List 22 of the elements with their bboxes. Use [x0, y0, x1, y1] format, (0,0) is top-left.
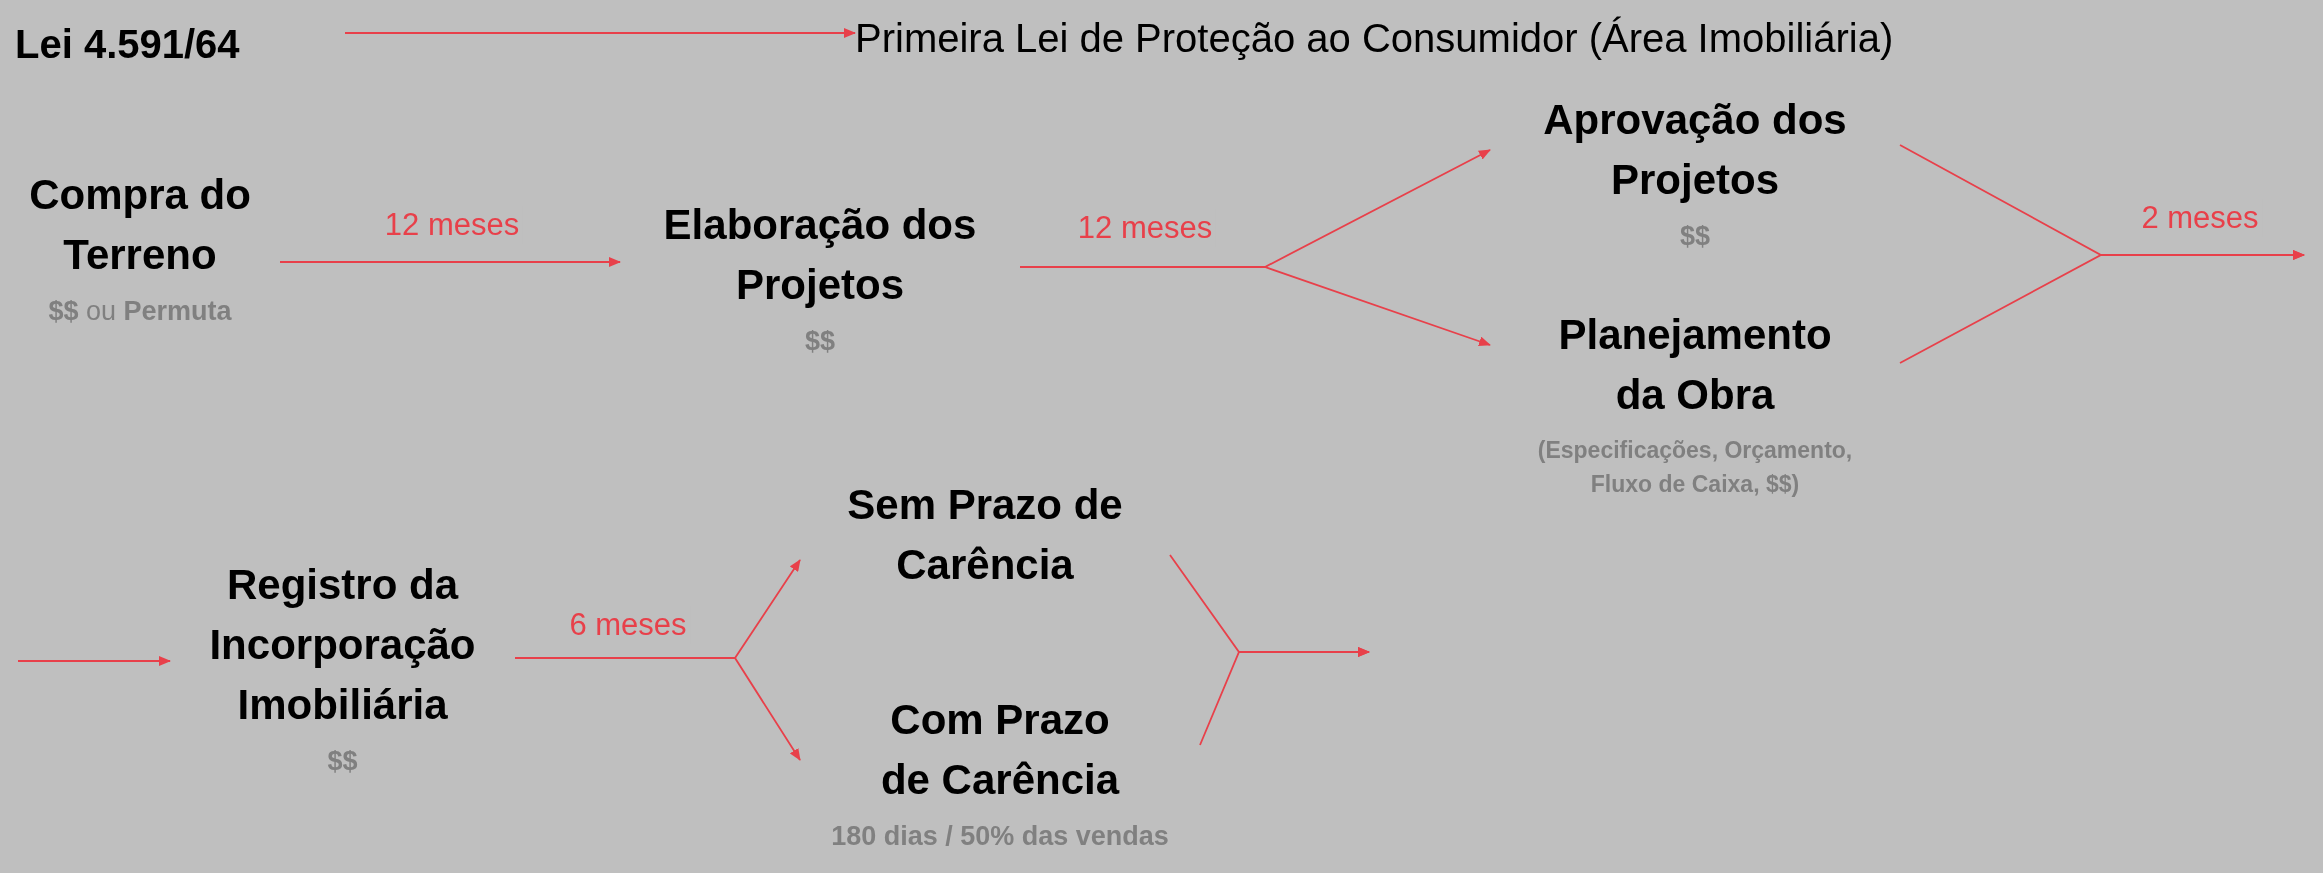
arrow — [1019, 266, 1491, 347]
step-label: Planejamento da Obra — [1557, 310, 1833, 420]
arrow — [17, 656, 171, 666]
arrow — [279, 257, 621, 267]
cost-note: $$ — [804, 325, 835, 358]
arrow — [514, 657, 801, 761]
cost-note: $$ — [327, 745, 358, 778]
step-label: Registro da Incorporação Imobiliária — [208, 560, 477, 730]
arrow — [344, 28, 856, 38]
arrow — [1899, 250, 2305, 364]
arrow — [1199, 647, 1370, 746]
step-label: Aprovação dos Projetos — [1542, 95, 1848, 205]
step-label: Compra do Terreno — [28, 170, 252, 280]
cost-note: (Especificações, Orçamento, Fluxo de Caixa, $$) — [1536, 436, 1854, 499]
step-label: Elaboração dos Projetos — [662, 200, 978, 310]
cost-note: $$ ou Permuta — [48, 295, 232, 328]
step-label: Lei 4.591/64 — [15, 21, 240, 68]
step-label: Sem Prazo de Carência — [846, 480, 1124, 590]
cost-note: 180 dias / 50% das vendas — [831, 820, 1169, 853]
step-label: Primeira Lei de Proteção ao Consumidor (Área Imobiliária) — [855, 15, 1894, 62]
cost-note: $$ — [1679, 220, 1710, 253]
step-label: Com Prazo de Carência — [879, 695, 1121, 805]
